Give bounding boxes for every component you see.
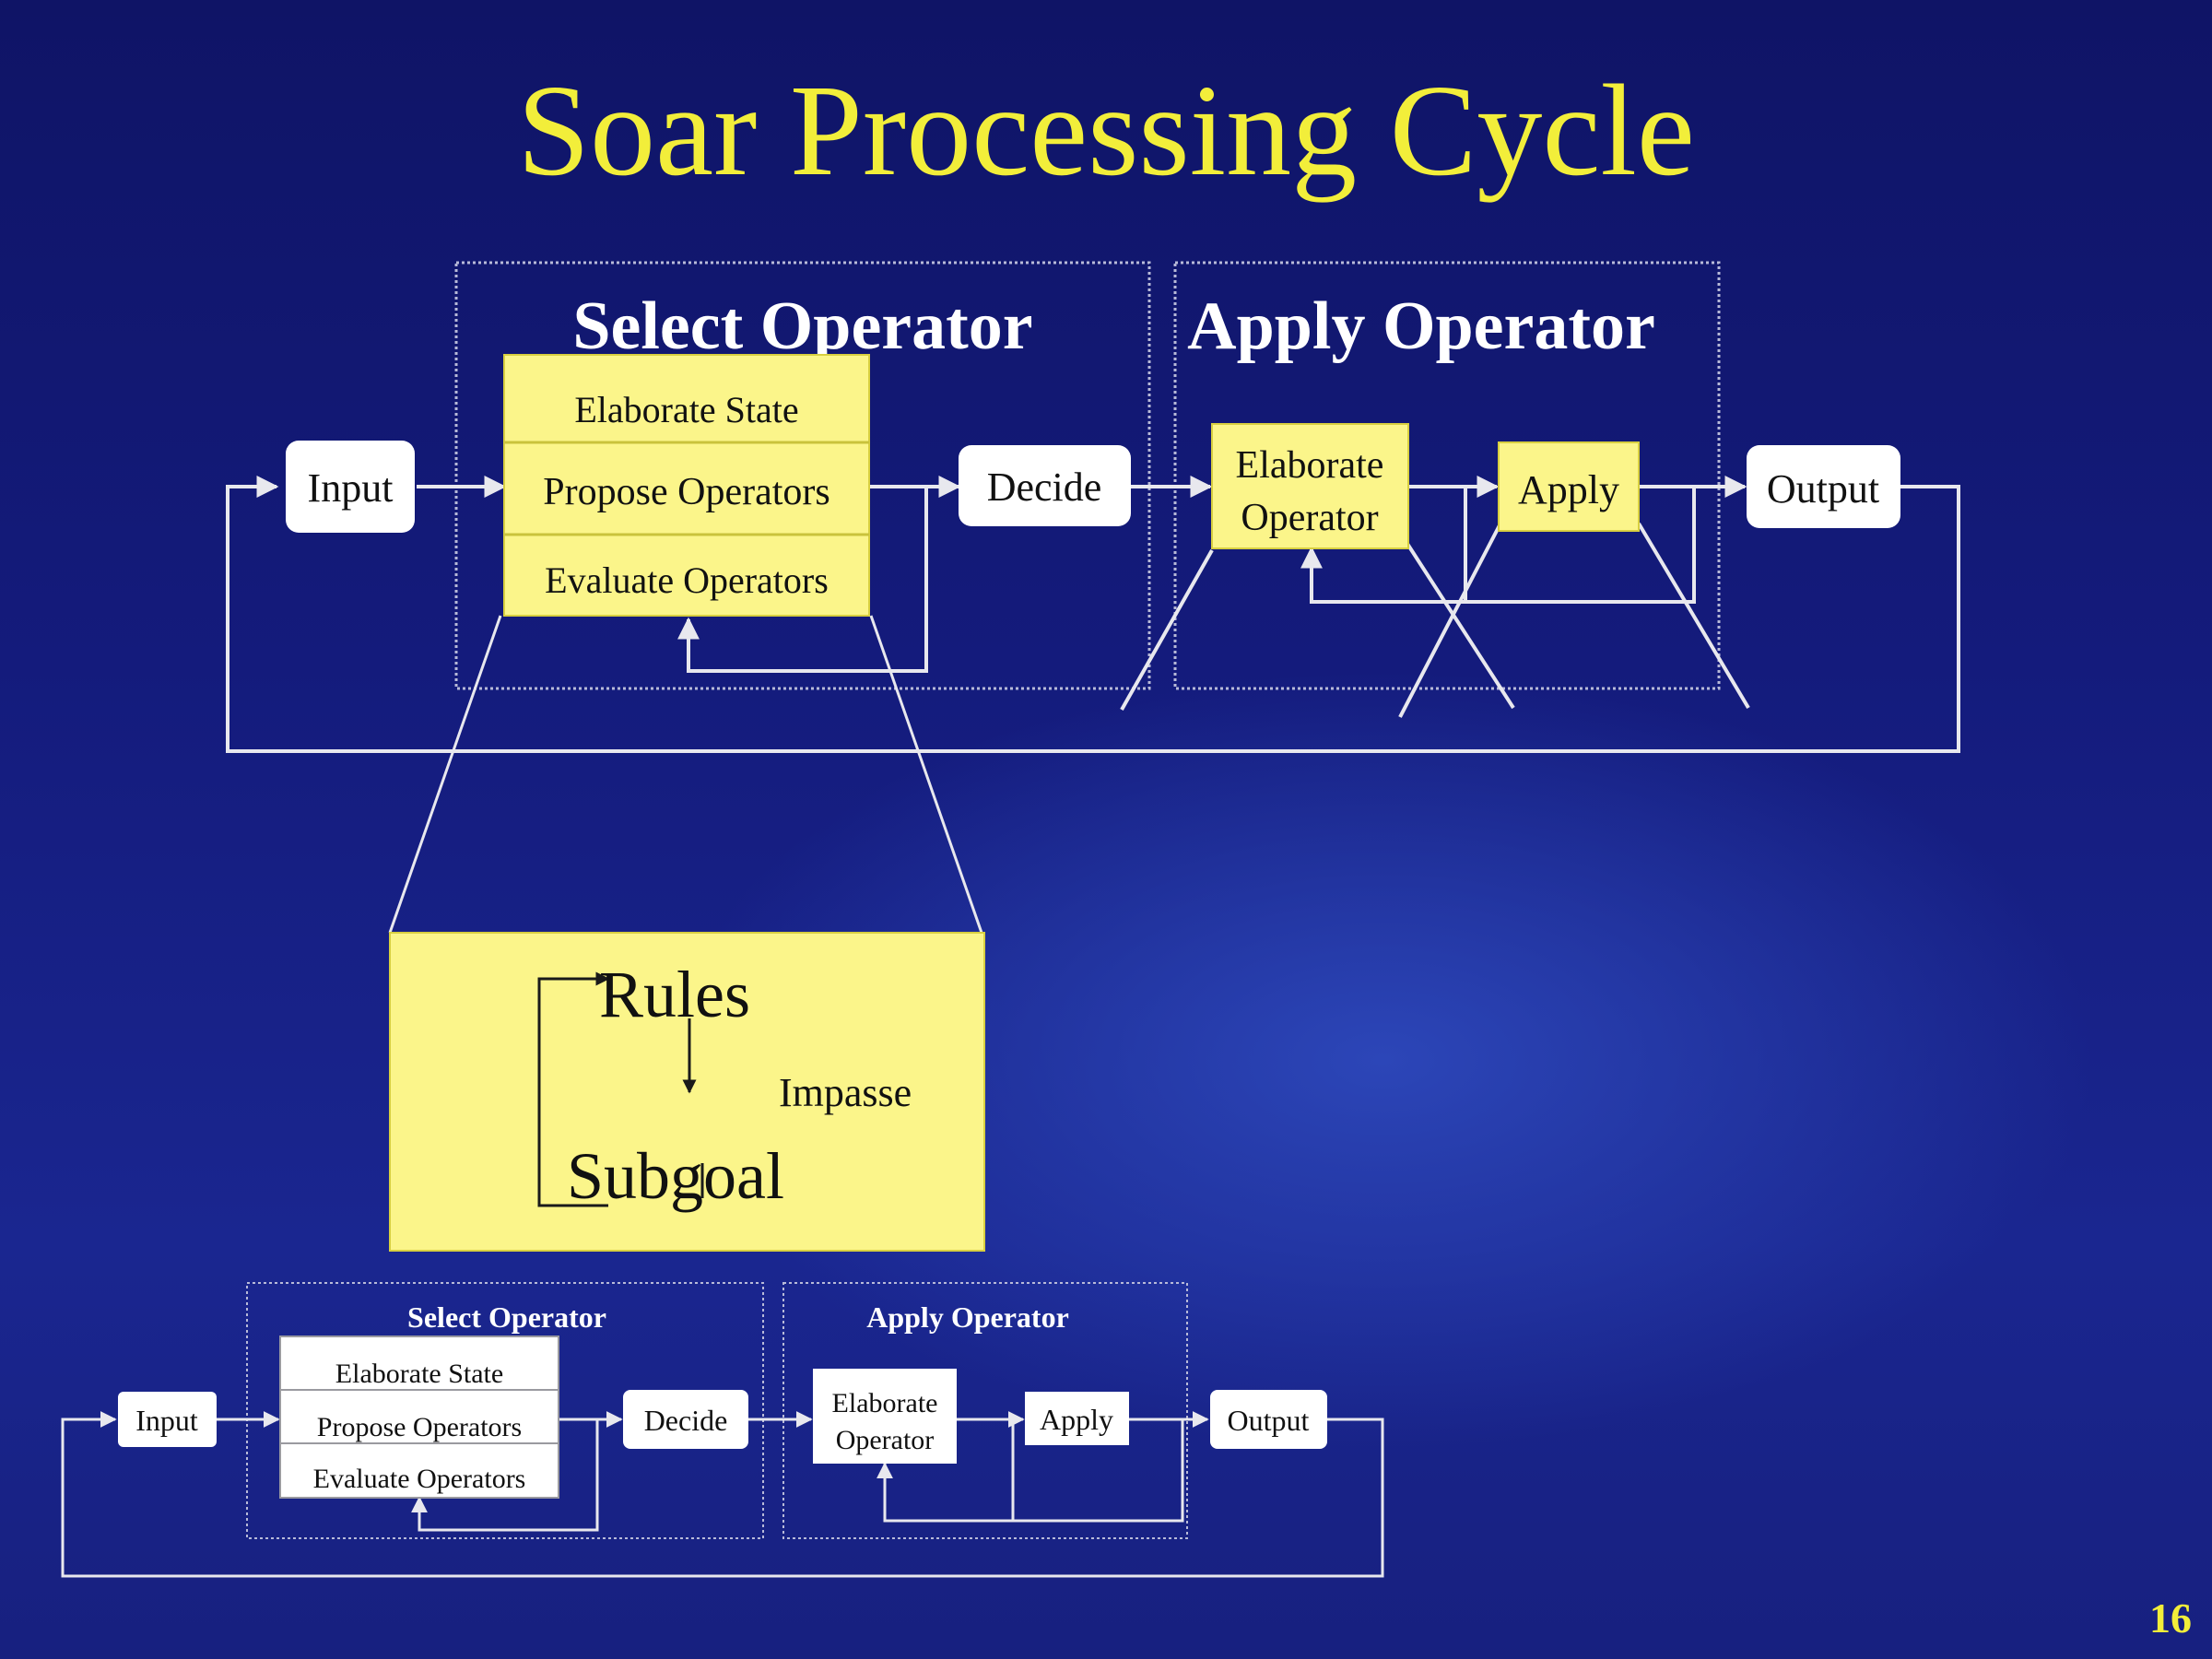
mini-select-operator-heading: Select Operator <box>407 1300 606 1334</box>
mini-apply-label: Apply <box>1040 1403 1113 1436</box>
top-cycle: Select Operator Apply Operator <box>226 261 1960 753</box>
impasse-label: Impasse <box>779 1070 912 1115</box>
mini-elaborate-operator-line1: Elaborate <box>832 1388 938 1418</box>
mini-output-box <box>1210 1390 1327 1449</box>
mini-decide-box <box>623 1390 748 1449</box>
select-operator-heading: Select Operator <box>572 288 1032 364</box>
mini-select-operator-frame <box>246 1282 764 1539</box>
mini-elaborate-state-label: Elaborate State <box>335 1359 503 1389</box>
top-connectors <box>226 476 1960 753</box>
evaluate-operators-label: Evaluate Operators <box>545 559 829 601</box>
apply-operator-heading: Apply Operator <box>1187 288 1655 364</box>
mini-apply-operator-heading: Apply Operator <box>866 1300 1069 1334</box>
output-label: Output <box>1767 466 1879 512</box>
mini-input-box <box>118 1392 217 1447</box>
mini-output-label: Output <box>1228 1404 1310 1437</box>
output-box <box>1747 445 1900 528</box>
input-box <box>286 441 415 533</box>
decide-box <box>959 445 1131 526</box>
mini-apply-box <box>1025 1392 1129 1445</box>
elaborate-operator-box <box>1211 423 1409 549</box>
mini-select-stack: Elaborate State Propose Operators Evalua… <box>279 1335 559 1499</box>
input-label: Input <box>308 465 394 511</box>
mini-connectors <box>61 1411 1384 1578</box>
mini-propose-operators-label: Propose Operators <box>317 1412 522 1442</box>
slide-title: Soar Processing Cycle <box>517 57 1695 203</box>
subgoal-label: Subgoal <box>567 1139 784 1213</box>
propose-operators-label: Propose Operators <box>543 471 830 513</box>
elaborate-operator-line2: Operator <box>1241 497 1378 539</box>
zoom-detail: Rules Impasse Subgoal <box>388 615 985 1252</box>
mini-apply-operator-frame <box>782 1282 1188 1539</box>
page-number: 16 <box>2149 1594 2192 1641</box>
elaborate-state-label: Elaborate State <box>574 389 798 430</box>
mini-input-label: Input <box>135 1404 198 1437</box>
apply-box <box>1498 441 1640 532</box>
mini-decide-label: Decide <box>644 1404 728 1437</box>
bottom-cycle: Select Operator Apply Operator Input Ela… <box>61 1282 1384 1578</box>
select-stack: Elaborate State Propose Operators Evalua… <box>503 354 870 617</box>
mini-elaborate-operator-box <box>813 1369 957 1464</box>
select-operator-frame <box>454 261 1151 690</box>
apply-label: Apply <box>1518 467 1619 512</box>
zoom-connectors <box>537 971 704 1207</box>
rules-label: Rules <box>599 958 750 1031</box>
apply-operator-frame <box>1173 261 1721 690</box>
mini-evaluate-operators-label: Evaluate Operators <box>313 1464 526 1494</box>
elaborate-operator-line1: Elaborate <box>1236 444 1384 487</box>
mini-elaborate-operator-line2: Operator <box>836 1425 935 1455</box>
decide-label: Decide <box>987 465 1102 510</box>
